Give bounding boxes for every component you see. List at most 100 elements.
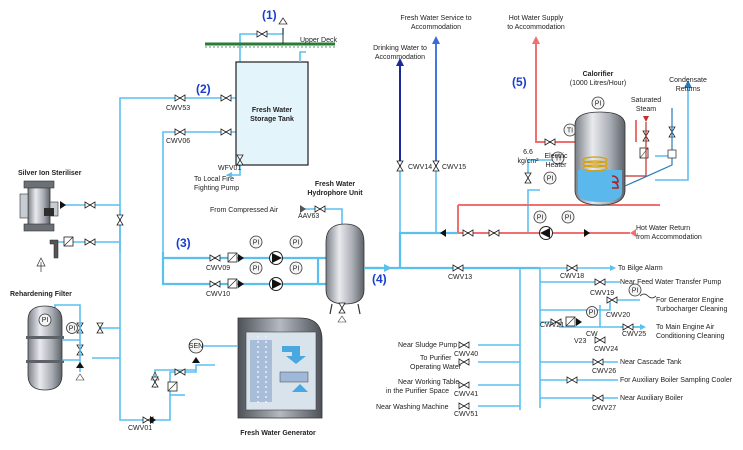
valve-cwv21	[550, 318, 562, 326]
hydrophore-unit[interactable]: Fresh Water Hydrophore Unit	[307, 181, 365, 315]
svg-text:TI: TI	[567, 128, 573, 135]
cwv13-label: CWV13	[448, 274, 472, 281]
pressure-label-1: 6.6	[523, 149, 533, 156]
aux-boiler-label: Near Auxiliary Boiler	[620, 395, 684, 402]
fresh-water-storage-tank[interactable]: Fresh Water Storage Tank	[235, 61, 309, 166]
svg-text:PI: PI	[253, 266, 260, 273]
bilge-label: To Bilge Alarm	[618, 265, 663, 272]
wfv01-label: WFV01	[218, 165, 241, 172]
valve-cwv53b	[220, 94, 232, 102]
heater-label-1: Electric	[545, 153, 568, 160]
gen-label-2: Turbocharger Cleaning	[656, 306, 727, 313]
callout-1: (1)	[262, 8, 277, 22]
strainers	[63, 147, 649, 392]
air-label-2: Conditioning Cleaning	[656, 333, 725, 340]
svg-text:PI: PI	[537, 215, 544, 222]
hydrophore-pumps[interactable]	[269, 251, 283, 291]
calorifier-label: Calorifier	[583, 71, 614, 78]
sludge-label: Near Sludge Pump	[398, 342, 457, 349]
cwv41-label: CWV41	[454, 391, 478, 398]
cwv19-label: CWV19	[590, 290, 614, 297]
svg-text:PI: PI	[595, 101, 602, 108]
valve-cwv06b	[220, 128, 232, 136]
valve-cwv18	[566, 264, 578, 272]
valve-cwv09	[209, 254, 221, 262]
hot-water-pipes	[457, 36, 660, 234]
hydrophore-label-2: Hydrophore Unit	[307, 190, 363, 197]
cwv20-label: CWV20	[606, 312, 630, 319]
compressed-air-label: From Compressed Air	[210, 207, 279, 214]
svg-text:PI: PI	[547, 176, 554, 183]
deck-fill-vent-icon	[278, 17, 288, 44]
silver-label: Silver Ion Steriliser	[18, 170, 82, 177]
callout-3: (3)	[176, 236, 191, 250]
feed-label: Near Feed Water Transfer Pump	[620, 279, 721, 286]
cwv09-label: CWV09	[206, 265, 230, 272]
svg-text:PI: PI	[589, 310, 596, 317]
valve-sampling	[566, 376, 578, 384]
callout-4: (4)	[372, 272, 387, 286]
valve-cwv13	[452, 264, 464, 272]
condensate-label-1: Condensate	[669, 77, 707, 84]
fire-label-1: To Local Fire	[194, 176, 234, 183]
condensate-label-2: Returns	[676, 86, 701, 93]
valve-silver-out	[84, 238, 96, 246]
valves[interactable]	[84, 30, 676, 424]
v23-label: V23	[574, 338, 587, 345]
valve-cwv53	[174, 94, 186, 102]
valve-cwv25	[622, 323, 634, 331]
silver-ion-steriliser[interactable]: Silver Ion Steriliser	[18, 170, 82, 232]
valve-deck-fill	[256, 30, 268, 38]
rehardening-valves[interactable]	[62, 318, 104, 381]
cwv14-label: CWV14	[408, 164, 432, 171]
heater-label-2: Heater	[545, 162, 567, 169]
heater-coil-icon	[582, 156, 608, 172]
gen-label-1: For Generator Engine	[656, 297, 724, 304]
calorifier-capacity: (1000 Litres/Hour)	[570, 80, 626, 87]
cwv01-label: CWV01	[128, 425, 152, 432]
valve-cwv24	[594, 336, 606, 344]
hot-water-circulation-pump[interactable]	[539, 226, 553, 240]
svg-text:PI: PI	[69, 326, 76, 333]
calorifier[interactable]: Calorifier (1000 Litres/Hour)	[570, 71, 626, 206]
tank-label-line1: Fresh Water	[252, 107, 292, 114]
svg-text:PI: PI	[293, 240, 300, 247]
cw-label: CW	[586, 331, 598, 338]
valve-hot-return2	[488, 229, 500, 237]
svg-text:PI: PI	[253, 240, 260, 247]
svg-text:PI: PI	[42, 317, 49, 324]
steam-label-2: Steam	[636, 106, 656, 113]
valve-wfv01	[236, 154, 244, 166]
steam-label-1: Saturated	[631, 97, 661, 104]
fws-label-2: Accommodation	[411, 24, 461, 31]
purifier-label-1: To Purifier	[420, 355, 452, 362]
cwv21-label: CWV21	[540, 322, 564, 329]
valve-cwv14	[396, 160, 404, 172]
cwv24-label: CWV24	[594, 346, 618, 353]
valve-fwg-b	[151, 376, 159, 388]
air-label-1: To Main Engine Air	[656, 324, 715, 331]
valve-cwv20	[606, 296, 618, 304]
wash-label: Near Washing Machine	[376, 404, 449, 411]
svg-text:TI: TI	[555, 156, 561, 163]
fresh-water-generator[interactable]: Fresh Water Generator	[237, 317, 323, 437]
pressure-label-2: kg/cm²	[518, 158, 540, 165]
valve-cwv10	[209, 280, 221, 288]
valve-cwv40	[458, 341, 470, 349]
hws-label-1: Hot Water Supply	[509, 15, 564, 22]
valve-silver	[84, 201, 96, 209]
cwv10-label: CWV10	[206, 291, 230, 298]
cascade-label: Near Cascade Tank	[620, 359, 682, 366]
hydrophore-label-1: Fresh Water	[315, 181, 355, 188]
rehardening-filter[interactable]: PI Rehardening Filter	[10, 291, 72, 391]
fws-label-1: Fresh Water Service to	[400, 15, 471, 22]
upper-deck: Upper Deck	[205, 37, 337, 48]
valve-bypass-silver	[116, 214, 124, 226]
salinity-sensor: SEN	[188, 338, 238, 354]
cwv18-label: CWV18	[560, 273, 584, 280]
drink-label-1: Drinking Water to	[373, 45, 427, 52]
svg-text:PI: PI	[632, 288, 639, 295]
valve-cwv27	[592, 394, 604, 402]
purifier-label-2: Operating Water	[410, 364, 462, 371]
